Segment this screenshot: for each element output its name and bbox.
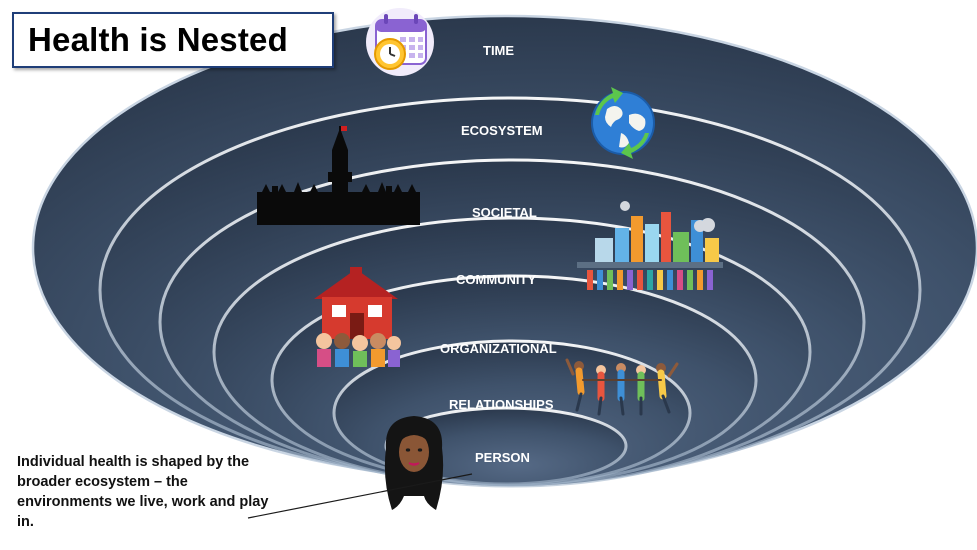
nested-rings <box>31 14 977 488</box>
label-societal: SOCIETAL <box>472 205 537 220</box>
woman-portrait-icon <box>384 416 444 510</box>
label-organizational: ORGANIZATIONAL <box>440 341 557 356</box>
label-person: PERSON <box>475 450 530 465</box>
title-box: Health is Nested <box>12 12 334 68</box>
pointer-line <box>247 473 473 519</box>
label-relationships: RELATIONSHIPS <box>449 397 554 412</box>
parliament-building-icon <box>257 126 420 225</box>
calendar-clock-icon <box>366 8 434 76</box>
page-title: Health is Nested <box>28 21 288 58</box>
caption-text: Individual health is shaped by the broad… <box>17 454 269 530</box>
label-time: TIME <box>483 43 514 58</box>
city-skyline-icon <box>577 201 723 290</box>
school-children-icon <box>314 267 401 367</box>
crowd <box>587 270 713 290</box>
label-community: COMMUNITY <box>456 272 536 287</box>
globe-recycle-icon <box>591 87 655 159</box>
label-ecosystem: ECOSYSTEM <box>461 123 543 138</box>
layer-labels: TIME ECOSYSTEM SOCIETAL COMMUNITY ORGANI… <box>440 43 557 465</box>
people-group-icon <box>565 358 679 416</box>
